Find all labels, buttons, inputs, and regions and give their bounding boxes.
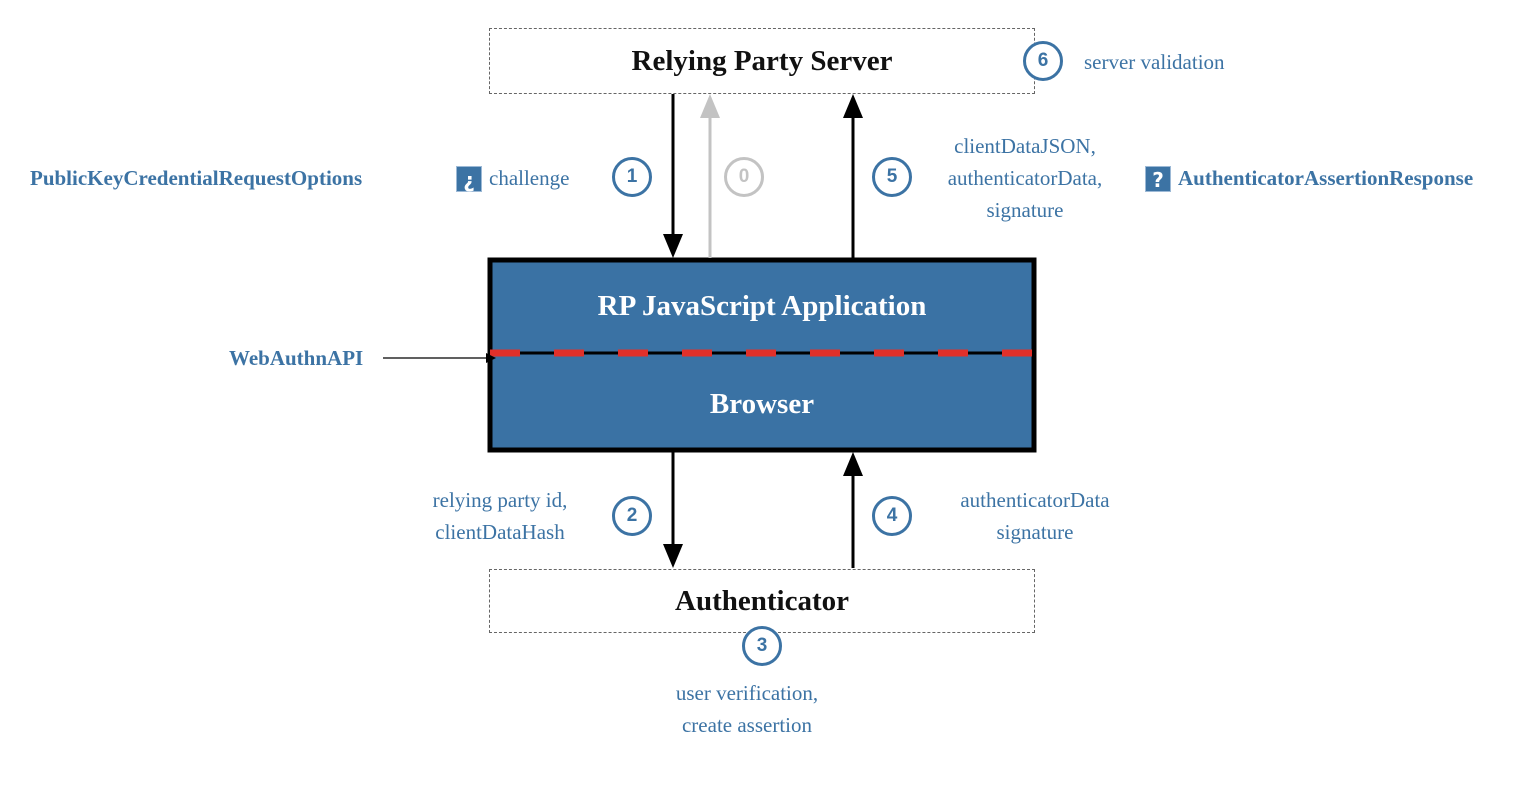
arrow-step-2-head: [663, 544, 683, 568]
step-2-circle: 2: [612, 496, 652, 536]
assertion-response-label: AuthenticatorAssertionResponse: [1178, 166, 1474, 190]
step5-data-label: clientDataJSON, authenticatorData, signa…: [925, 130, 1125, 226]
step-6-circle: 6: [1023, 41, 1063, 81]
webauthn-api-label: WebAuthnAPI: [229, 346, 364, 370]
step-3-circle: 3: [742, 626, 782, 666]
arrow-step-1-head: [663, 234, 683, 258]
step3-data-label: user verification, create assertion: [640, 677, 854, 741]
rp-app-title: RP JavaScript Application: [597, 290, 927, 322]
step4-data-label: authenticatorData signature: [930, 484, 1140, 548]
relying-party-server-box: Relying Party Server: [489, 28, 1035, 94]
arrow-step-4-head: [843, 452, 863, 476]
step-1-circle: 1: [612, 157, 652, 197]
challenge-label: challenge: [489, 166, 570, 190]
step3-line-2: create assertion: [681, 713, 812, 737]
question-icon: ?: [1145, 166, 1171, 192]
request-options-label: PublicKeyCredentialRequestOptions: [30, 166, 363, 190]
browser-title: Browser: [709, 388, 815, 420]
step2-data-label: relying party id, clientDataHash: [412, 484, 588, 548]
relying-party-server-title: Relying Party Server: [631, 44, 893, 77]
step2-line-1: relying party id,: [432, 488, 568, 512]
authenticator-box: Authenticator: [489, 569, 1035, 633]
authenticator-title: Authenticator: [675, 584, 849, 617]
inverted-question-icon: ¿: [456, 166, 482, 192]
step2-line-2: clientDataHash: [435, 520, 565, 544]
step3-line-1: user verification,: [675, 681, 819, 705]
step5-line-1: clientDataJSON,: [954, 134, 1096, 158]
step-4-circle: 4: [872, 496, 912, 536]
arrow-step-0-head: [700, 94, 720, 118]
step-5-circle: 5: [872, 157, 912, 197]
step5-line-2: authenticatorData,: [947, 166, 1103, 190]
step4-line-2: signature: [996, 520, 1074, 544]
webauthn-api-pointer-head: [486, 353, 496, 363]
step-0-circle: 0: [724, 157, 764, 197]
arrow-step-5-head: [843, 94, 863, 118]
step4-line-1: authenticatorData: [960, 488, 1110, 512]
step5-line-3: signature: [986, 198, 1064, 222]
server-validation-label: server validation: [1084, 50, 1225, 74]
